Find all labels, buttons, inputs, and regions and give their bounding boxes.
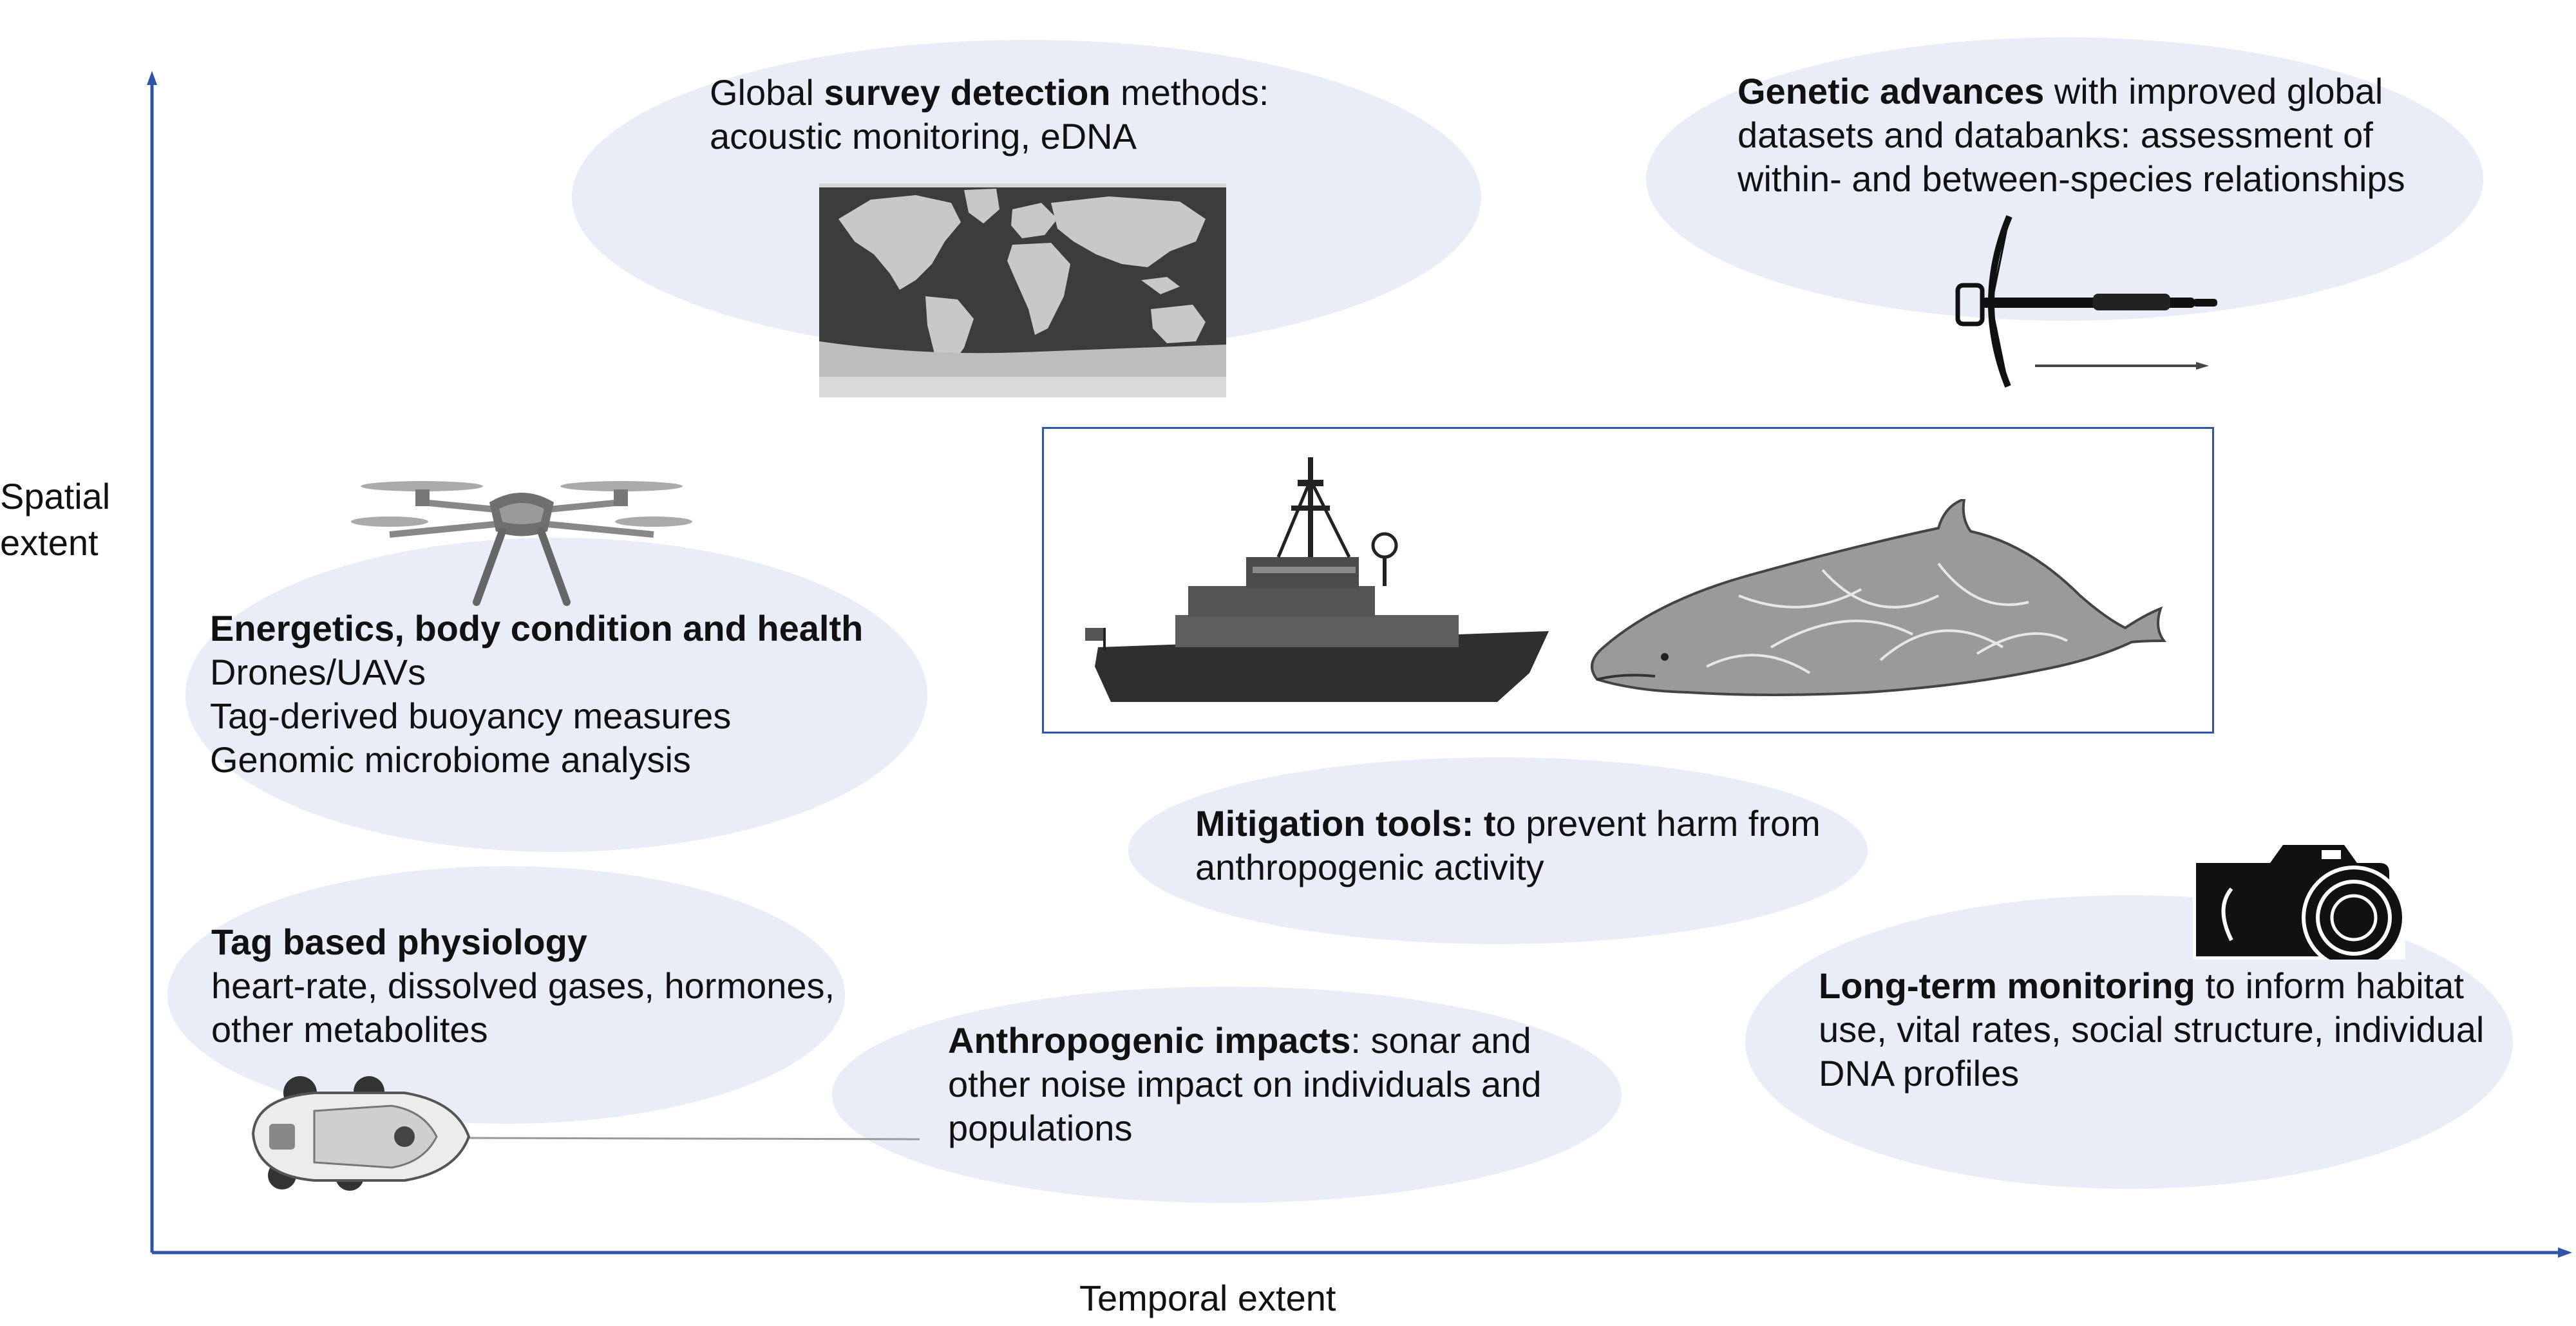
tag-ellipse <box>167 866 845 1124</box>
survey-text: Global survey detection methods: acousti… <box>710 72 1269 156</box>
genetic-text: Genetic advances with improved global da… <box>1738 71 2405 199</box>
anthro-ellipse <box>832 987 1622 1203</box>
y-axis-label-line2: extent <box>0 522 99 563</box>
whale-icon <box>1591 499 2166 696</box>
longterm-text: Long-term monitoring to inform habitat u… <box>1819 965 2485 1094</box>
tag-text: Tag based physiology heart-rate, dissolv… <box>211 922 835 1050</box>
x-axis-label: Temporal extent <box>1079 1278 1336 1318</box>
x-axis-arrowhead <box>2558 1247 2572 1258</box>
genetic-ellipse <box>1646 37 2483 321</box>
y-axis-label-line1: Spatial <box>0 476 111 516</box>
drone-icon <box>351 481 692 606</box>
anthro-text: Anthropogenic impacts: sonar and other n… <box>948 1020 1542 1148</box>
tag-device-icon <box>251 1076 920 1191</box>
world-map-icon <box>819 184 1226 397</box>
y-axis-label: Spatial extent <box>0 473 110 566</box>
ship-icon <box>1085 457 1549 702</box>
mitigation-text: Mitigation tools: to prevent harm from a… <box>1195 803 1821 887</box>
energetics-ellipse <box>185 538 927 852</box>
camera-icon <box>2193 837 2405 960</box>
crossbow-icon <box>1955 215 2217 388</box>
mitigation-ellipse <box>1128 757 1868 944</box>
y-axis-arrowhead <box>147 71 157 85</box>
energetics-text: Energetics, body condition and health Dr… <box>210 608 864 780</box>
